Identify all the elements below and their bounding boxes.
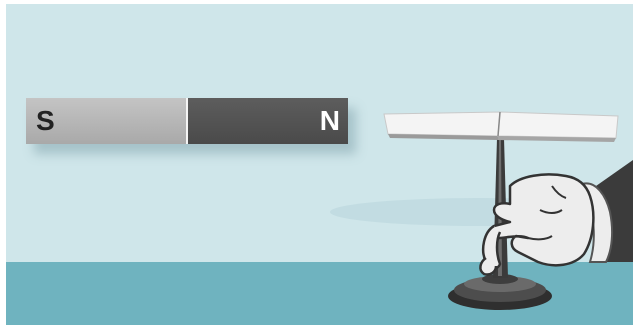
stand-base xyxy=(448,274,552,310)
compass-needle xyxy=(384,112,618,142)
